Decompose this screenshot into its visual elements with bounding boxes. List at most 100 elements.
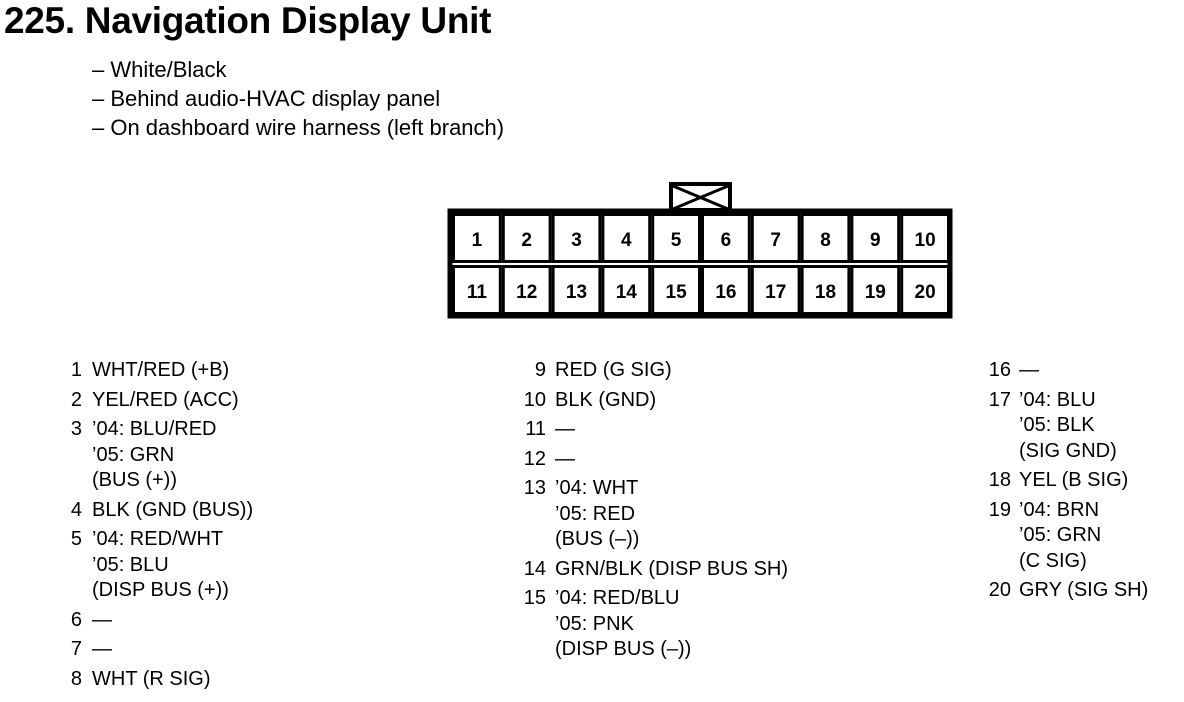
- pin-description: ’04: BLU’05: BLK(SIG GND): [1019, 388, 1148, 465]
- connector-cell: [551, 265, 602, 315]
- connector-pin-number: 10: [915, 230, 936, 251]
- connector-pin-number: 1: [472, 230, 483, 251]
- connector-cell: [452, 213, 502, 263]
- pin-entry: 3 ’04: BLU/RED ’05: GRN (BUS (+)): [40, 417, 253, 494]
- pin-description-line: (BUS (–)): [555, 528, 640, 550]
- connector-pin-number: 2: [521, 230, 532, 251]
- connector-cell: [501, 213, 552, 263]
- connector-cell: [750, 213, 801, 263]
- pin-number: 14: [523, 557, 546, 580]
- pin-number: 3: [70, 418, 82, 440]
- pin-entry: 6—: [40, 608, 253, 634]
- connector-pin-number: 13: [566, 282, 587, 303]
- connector-cell: [850, 265, 901, 315]
- connector-cell: [800, 213, 851, 263]
- pin-description: ’04: RED/WHT’05: BLU(DISP BUS (+)): [92, 527, 253, 604]
- pin-description: YEL/RED (ACC): [92, 388, 253, 414]
- pin-description: —: [555, 417, 788, 443]
- pin-description: ’04: WHT’05: RED(BUS (–)): [555, 476, 788, 553]
- connector-cell: [651, 213, 702, 263]
- pin-description-line: ’05: GRN: [92, 443, 175, 466]
- pin-entry: 13 ’04: WHT’05: RED(BUS (–)): [495, 476, 788, 553]
- pin-number: 16: [988, 359, 1011, 381]
- pin-description-line: YEL/RED (ACC): [92, 388, 239, 411]
- connector-notes: – White/Black – Behind audio-HVAC displa…: [92, 55, 504, 142]
- pin-description: YEL (B SIG): [1019, 468, 1148, 494]
- pin-entry: 9 RED (G SIG): [495, 358, 788, 384]
- pin-description: BLK (GND (BUS)): [92, 498, 253, 524]
- pin-description-line: —: [92, 608, 112, 631]
- pin-entry: 7—: [40, 637, 253, 663]
- pin-entry: 17’04: BLU’05: BLK(SIG GND): [955, 388, 1148, 465]
- connector-pin-number: 11: [467, 282, 488, 303]
- pin-description-line: (DISP BUS (+)): [92, 579, 229, 601]
- pin-description-line: GRN/BLK (DISP BUS SH): [555, 557, 789, 580]
- pin-description: WHT (R SIG): [92, 667, 253, 693]
- pin-description: RED (G SIG): [555, 358, 788, 384]
- pin-description-line: ’04: BLU/RED: [92, 418, 217, 440]
- connector-pin-number: 16: [715, 282, 736, 303]
- pin-number: 13: [523, 477, 546, 499]
- connector-pin-number: 15: [666, 282, 688, 303]
- connector-pin-number: 19: [865, 282, 886, 303]
- pin-number: 18: [988, 469, 1011, 491]
- pin-description: ’04: BRN’05: GRN(C SIG): [1019, 498, 1148, 575]
- connector-cell: [850, 213, 901, 263]
- page-title: 225. Navigation Display Unit: [4, 0, 492, 41]
- pin-number: 10: [523, 388, 546, 411]
- pin-number: 4: [70, 498, 82, 521]
- pin-description-line: ’05: BLU: [92, 553, 169, 576]
- pin-number: 19: [988, 498, 1011, 521]
- pin-description-line: ’04: RED/BLU: [555, 587, 680, 609]
- pin-description-line: —: [555, 418, 575, 440]
- pin-number: 7: [70, 638, 82, 660]
- connector-cell: [651, 265, 702, 315]
- pin-description-line: ’04: BLU: [1019, 388, 1096, 411]
- connector-pin-number: 20: [915, 282, 936, 303]
- pin-description-line: (BUS (+)): [92, 469, 177, 491]
- pin-description: GRN/BLK (DISP BUS SH): [555, 557, 788, 583]
- pin-description-line: —: [92, 638, 112, 660]
- pin-entry: 19’04: BRN’05: GRN(C SIG): [955, 498, 1148, 575]
- pin-description: WHT/RED (+B): [92, 358, 253, 384]
- pin-description-line: BLK (GND (BUS)): [92, 498, 254, 521]
- pin-entry: 14 GRN/BLK (DISP BUS SH): [495, 557, 788, 583]
- connector-pin-number: 8: [820, 230, 831, 251]
- connector-cell: [501, 265, 552, 315]
- pin-entry: 5’04: RED/WHT’05: BLU(DISP BUS (+)): [40, 527, 253, 604]
- connector-pin-number: 9: [870, 230, 881, 251]
- pin-description: —: [555, 447, 788, 473]
- pin-description-line: BLK (GND): [555, 388, 657, 411]
- pin-entry: 18 YEL (B SIG): [955, 468, 1148, 494]
- lock-tab-cross-b: [672, 184, 729, 211]
- connector-pin-number: 4: [621, 230, 632, 251]
- pin-number: 6: [70, 608, 82, 631]
- pin-number: 17: [988, 388, 1011, 411]
- pin-entry: 12—: [495, 447, 788, 473]
- pin-description: ’04: BLU/RED ’05: GRN (BUS (+)): [92, 417, 253, 494]
- connector-pin-number: 17: [765, 282, 786, 303]
- connector-pin-number: 14: [616, 282, 638, 303]
- pin-description-line: (C SIG): [1019, 549, 1087, 572]
- pin-description-line: ’05: BLK: [1019, 414, 1095, 436]
- pin-description-line: ’04: WHT: [555, 477, 639, 499]
- pin-number: 8: [70, 667, 82, 690]
- pin-description: ’04: RED/BLU’05: PNK(DISP BUS (–)): [555, 586, 788, 663]
- pin-number: 5: [70, 528, 82, 550]
- pin-description: GRY (SIG SH): [1019, 578, 1148, 604]
- pin-entry: 10 BLK (GND): [495, 388, 788, 414]
- pin-entry: 4 BLK (GND (BUS)): [40, 498, 253, 524]
- pin-description-line: WHT (R SIG): [92, 667, 211, 690]
- pin-description: —: [1019, 358, 1148, 384]
- connector-cell: [601, 213, 652, 263]
- note-location: – Behind audio-HVAC display panel: [92, 86, 441, 111]
- pin-description-line: ’05: GRN: [1019, 524, 1102, 546]
- connector-cell: [701, 265, 751, 315]
- pin-number: 9: [534, 359, 546, 381]
- pin-description-line: WHT/RED (+B): [92, 359, 230, 381]
